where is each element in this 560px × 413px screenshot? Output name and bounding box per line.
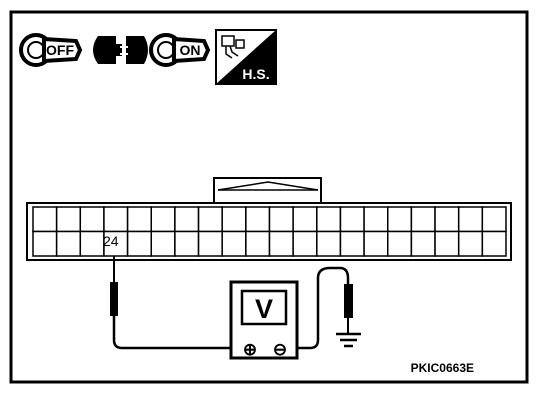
connector-pin-cavity xyxy=(174,206,200,233)
connector-pin-cavity xyxy=(457,206,484,233)
connector-pin-cavity xyxy=(103,206,129,233)
connector-pin-cavity xyxy=(268,206,294,233)
figure-frame xyxy=(9,10,529,384)
harness-side-label: H.S. xyxy=(242,66,269,82)
connector-pin-cavity xyxy=(481,206,507,233)
harness-side-icon: H.S. xyxy=(215,29,277,85)
terminal-number-label: 24 xyxy=(103,233,119,249)
connector-pin-cavity xyxy=(292,206,318,233)
connector-pin-cavity xyxy=(126,206,152,233)
connector-pin-cavity xyxy=(434,206,460,233)
connector-pin-cavity xyxy=(292,230,318,257)
connector-pin-cavity xyxy=(363,206,389,233)
connector-pin-cavity xyxy=(55,206,82,233)
connector-pin-cavity xyxy=(150,206,176,233)
positive-terminal-icon: ⊕ xyxy=(243,340,257,359)
negative-test-lead xyxy=(285,266,353,350)
negative-terminal-icon: ⊖ xyxy=(273,340,287,359)
positive-test-lead xyxy=(110,256,243,350)
connector-pin-cavity xyxy=(316,230,342,257)
connector-pin-cavity xyxy=(410,206,436,233)
connector-pin-cavity xyxy=(221,230,247,257)
connector-pin-cavity xyxy=(363,230,389,257)
connector-pin-cavity xyxy=(387,206,413,233)
connector-pin-cavity xyxy=(339,206,365,233)
connector-pin-grid xyxy=(32,206,507,257)
voltmeter-label: V xyxy=(255,294,273,324)
connector-pin-cavity xyxy=(268,230,294,257)
connector-pin-cavity xyxy=(316,206,342,233)
connector-disconnect-icon xyxy=(93,36,148,64)
connector-pin-cavity xyxy=(150,230,176,257)
connector: 24 xyxy=(26,177,512,261)
connector-pin-cavity xyxy=(245,230,271,257)
connector-pin-cavity xyxy=(32,230,58,257)
connector-pin-cavity xyxy=(410,230,436,257)
key-off-label: OFF xyxy=(46,42,74,58)
connector-pin-cavity xyxy=(79,230,105,257)
connector-pin-cavity xyxy=(55,230,82,257)
connector-pin-cavity xyxy=(245,206,271,233)
ground-icon xyxy=(336,332,361,348)
key-on-label: ON xyxy=(180,42,201,58)
connector-pin-cavity xyxy=(434,230,460,257)
ignition-key-off-icon: OFF xyxy=(19,33,83,67)
connector-pin-cavity xyxy=(174,230,200,257)
connector-pin-cavity xyxy=(339,230,365,257)
connector-pin-cavity xyxy=(221,206,247,233)
connector-pin-cavity xyxy=(32,206,58,233)
connector-pin-cavity xyxy=(126,230,152,257)
connector-pin-cavity xyxy=(197,206,223,233)
voltmeter-display xyxy=(240,289,288,326)
figure-code: PKIC0663E xyxy=(411,361,474,375)
connector-pin-cavity xyxy=(197,230,223,257)
connector-pin-cavity xyxy=(457,230,484,257)
connector-pin-cavity xyxy=(481,230,507,257)
connector-pin-cavity xyxy=(387,230,413,257)
ignition-key-on-icon: ON xyxy=(149,33,211,67)
voltmeter: V ⊕ ⊖ xyxy=(229,280,299,360)
connector-pin-cavity xyxy=(79,206,105,233)
